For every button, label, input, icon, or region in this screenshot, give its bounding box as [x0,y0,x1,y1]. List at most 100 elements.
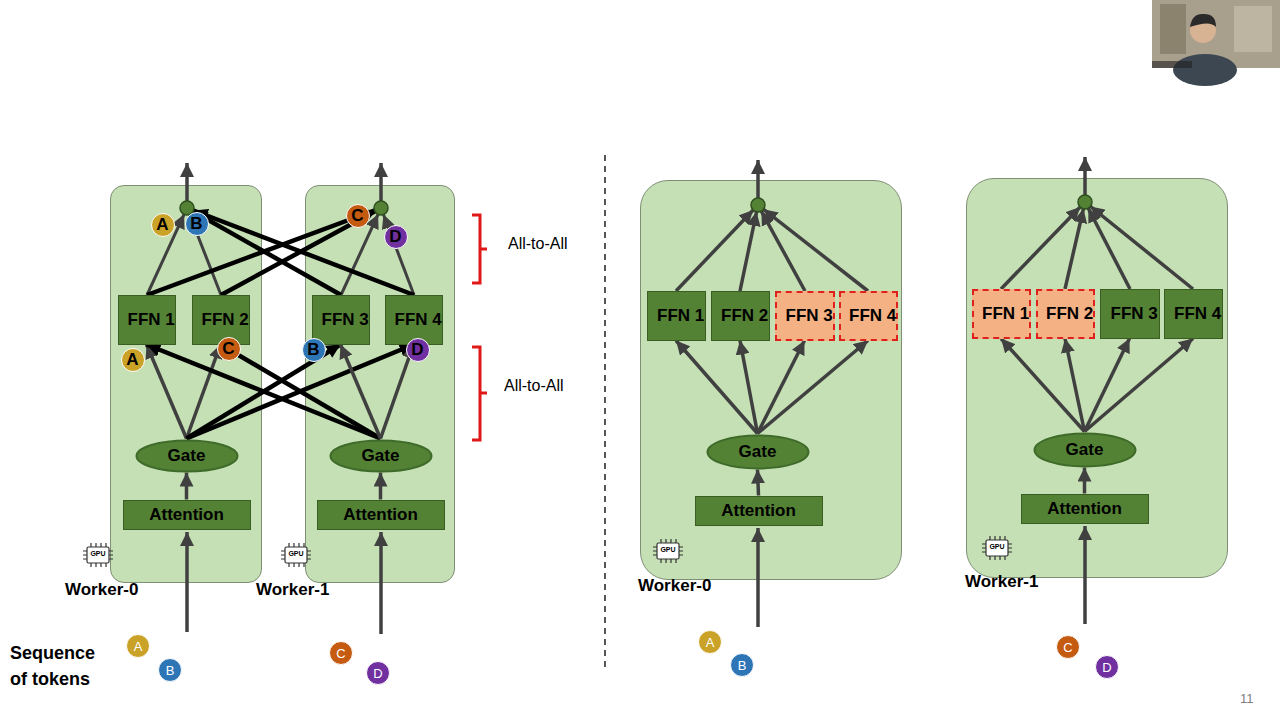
node-label: C [1063,641,1072,654]
node-label: D [411,343,423,356]
replicated-expert-box: FFN 3 [775,291,835,341]
chip-body [657,543,679,559]
gate-shape [330,440,431,471]
gpu-icon [982,536,1012,560]
input-arrow [756,528,760,627]
expert-box: FFN 4 [385,295,443,345]
node-label: FFN 2 [202,311,240,329]
token-circle: B [302,338,326,362]
token-circle: C [1056,635,1080,659]
node-label: C [222,342,234,355]
output-arrow [185,163,189,201]
node-label: B [190,217,202,230]
node-label: FFN 4 [849,307,887,325]
section-label: All-to-All [504,378,564,394]
worker-label: Worker-1 [256,580,329,600]
gate-shape [1034,433,1135,466]
chip-body [285,547,307,563]
input-arrow [185,532,189,632]
token-circle: D [1095,655,1119,679]
node-label: Attention [149,505,224,525]
node-label: B [166,664,175,677]
gate-ellipse: Gate [1033,432,1137,468]
gate-shape [136,440,237,471]
token-circle: D [384,225,408,249]
token-circle: A [698,630,722,654]
combine-dot [374,201,388,215]
webcam-person-hair [1190,14,1216,27]
gate-ellipse: Gate [135,439,239,473]
token-circle: B [158,658,182,682]
combine-dot [1078,195,1092,209]
node-label: A [706,636,715,649]
red-bracket [472,347,487,440]
gpu-icon [653,539,683,563]
token-circle: A [126,634,150,658]
routing-arrow [379,473,383,500]
page-number: 11 [1240,692,1254,705]
gpu-icon [281,543,311,567]
attention-box: Attention [1021,494,1149,524]
webcam-shelf [1234,6,1272,52]
input-arrow [379,532,383,634]
chip-pins [982,536,1012,560]
attention-box: Attention [695,496,823,526]
node-label: FFN 4 [1174,305,1212,323]
expert-box: FFN 4 [1164,289,1223,339]
webcam-shelf [1160,4,1186,54]
node-label: C [336,647,345,660]
chip-body [986,540,1008,556]
node-label: FFN 1 [982,305,1020,323]
expert-box: FFN 2 [192,295,250,345]
node-label: FFN 2 [721,307,759,325]
node-label: B [738,659,747,672]
token-circle: C [329,641,353,665]
gate-ellipse: Gate [706,434,810,470]
chip-pins [83,543,113,567]
worker-label: Worker-0 [65,580,138,600]
node-label: B [307,343,319,356]
worker-box: Worker-1CDFFN 3FFN 4BDGateAttention [305,185,455,583]
node-label: FFN 3 [1111,305,1149,323]
expert-box: FFN 3 [1100,289,1160,339]
replicated-expert-box: FFN 2 [1036,289,1095,339]
node-label: Gate [739,442,777,462]
node-label: Attention [1047,499,1122,519]
node-label: FFN 3 [786,307,824,325]
replicated-expert-box: FFN 4 [839,291,898,341]
output-arrow [756,160,760,198]
node-label: Gate [168,446,206,466]
node-label: C [351,209,363,222]
worker-label: Worker-0 [638,576,711,596]
token-circle: B [185,212,209,236]
routing-arrow [185,473,189,500]
attention-box: Attention [123,500,251,530]
expert-box: FFN 1 [118,295,176,345]
chip-body [87,547,109,563]
attention-box: Attention [317,500,445,530]
node-label: Attention [343,505,418,525]
expert-box: FFN 2 [711,291,770,341]
node-label: Attention [721,501,796,521]
node-label: A [126,353,138,366]
token-circle: D [406,338,430,362]
expert-box: FFN 3 [312,295,370,345]
node-label: FFN 3 [322,311,360,329]
dashed-separator [604,155,606,668]
webcam-name-tag [1152,61,1192,68]
gate-ellipse: Gate [329,439,433,473]
node-label: Gate [1066,440,1104,460]
node-label: FFN 4 [395,311,433,329]
chip-label: GPU [657,546,679,553]
combine-dot [751,198,765,212]
node-label: D [1102,661,1111,674]
node-label: FFN 1 [128,311,166,329]
gate-shape [707,435,808,468]
input-arrow [1083,526,1087,624]
worker-box: Worker-1FFN 1FFN 2FFN 3FFN 4GateAttentio… [966,178,1228,578]
replicated-expert-box: FFN 1 [972,289,1031,339]
token-circle: D [366,661,390,685]
webcam-person-body [1173,54,1237,86]
node-label: Gate [362,446,400,466]
